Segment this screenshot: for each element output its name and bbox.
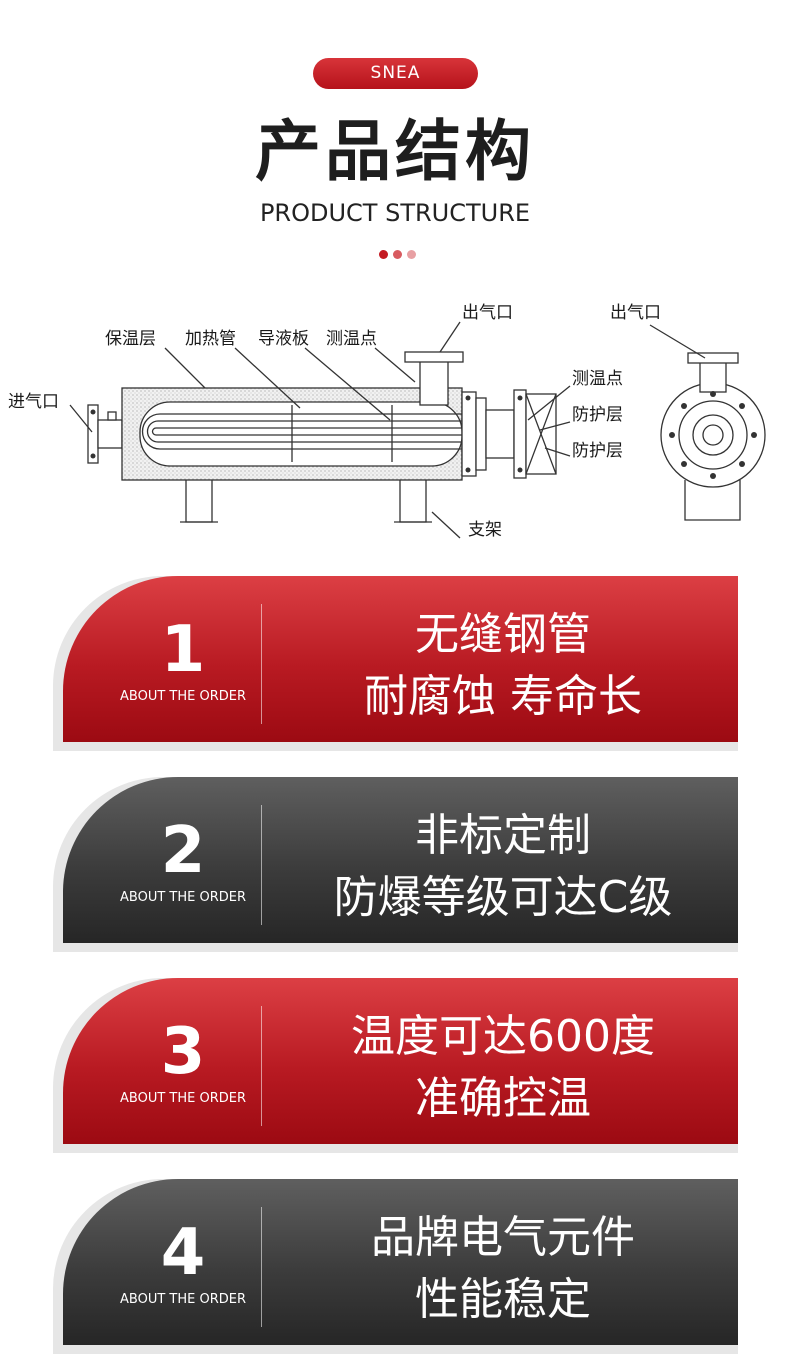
decorative-dots (379, 250, 416, 259)
label-protection-1: 防护层 (572, 405, 623, 425)
card-number: 2 (160, 814, 206, 888)
card-subline: 准确控温 (415, 1073, 591, 1124)
label-temp-point-right: 测温点 (572, 369, 623, 389)
dot (393, 250, 402, 259)
dot (379, 250, 388, 259)
label-inlet: 进气口 (8, 392, 59, 412)
label-heating-tube: 加热管 (185, 329, 236, 349)
label-insulation: 保温层 (105, 329, 156, 349)
card-divider (261, 1006, 262, 1126)
feature-card-4: 4 ABOUT THE ORDER 品牌电气元件 性能稳定 (53, 1179, 738, 1354)
card-headline: 无缝钢管 (415, 609, 591, 660)
label-support: 支架 (468, 520, 502, 540)
feature-card-2: 2 ABOUT THE ORDER 非标定制 防爆等级可达C级 (53, 777, 738, 952)
card-subline: 性能稳定 (415, 1274, 591, 1325)
card-number: 3 (160, 1015, 206, 1089)
dot (407, 250, 416, 259)
card-headline: 非标定制 (415, 810, 591, 861)
bolts (90, 391, 757, 479)
card-caption: ABOUT THE ORDER (120, 1091, 246, 1106)
label-baffle: 导液板 (258, 329, 309, 349)
card-number: 4 (160, 1216, 206, 1290)
label-protection-2: 防护层 (572, 441, 623, 461)
card-divider (261, 805, 262, 925)
card-divider (261, 604, 262, 724)
card-subline: 防爆等级可达C级 (333, 872, 673, 923)
card-caption: ABOUT THE ORDER (120, 890, 246, 905)
label-outlet: 出气口 (462, 303, 513, 323)
label-outlet-side: 出气口 (610, 303, 661, 323)
card-headline: 温度可达600度 (351, 1011, 655, 1062)
page-title: 产品结构 (255, 113, 535, 190)
feature-card-3: 3 ABOUT THE ORDER 温度可达600度 准确控温 (53, 978, 738, 1153)
page-subtitle: PRODUCT STRUCTURE (259, 199, 531, 227)
label-temp-point: 测温点 (326, 329, 377, 349)
structure-diagram: 进气口 保温层 加热管 导液板 测温点 出气口 测温点 防护层 防护层 支架 出… (8, 303, 766, 540)
brand-badge: SNEA (313, 58, 478, 89)
card-number: 1 (160, 613, 206, 687)
card-caption: ABOUT THE ORDER (120, 1292, 246, 1307)
feature-card-1: 1 ABOUT THE ORDER 无缝钢管 耐腐蚀 寿命长 (53, 576, 738, 751)
card-subline: 耐腐蚀 寿命长 (364, 671, 642, 722)
card-divider (261, 1207, 262, 1327)
card-headline: 品牌电气元件 (371, 1212, 635, 1263)
card-caption: ABOUT THE ORDER (120, 689, 246, 704)
